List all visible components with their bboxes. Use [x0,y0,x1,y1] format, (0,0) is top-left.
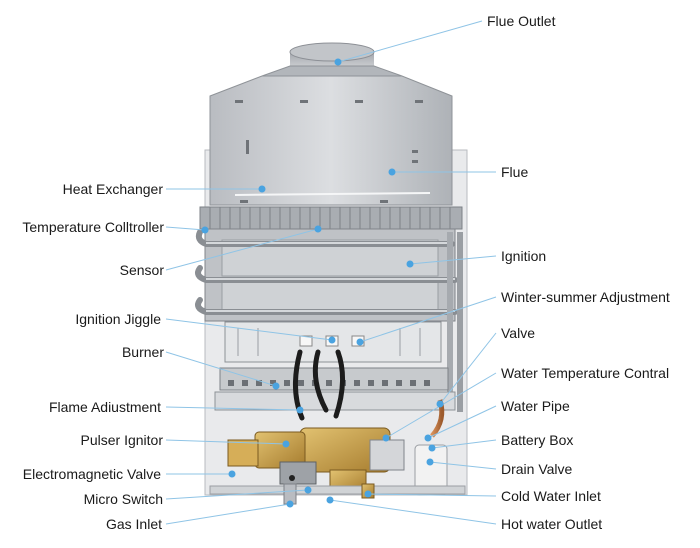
marker-dot-battery-box [428,444,436,452]
leader-line-battery-box [431,439,497,449]
leader-line-hot-water-outlet [329,499,497,525]
marker-dot-micro-switch [304,486,312,494]
leader-line-cold-water-inlet [367,493,497,497]
label-burner: Burner [121,344,164,360]
leader-line-flue-outlet [337,20,483,63]
marker-dot-pulser-ignitor [282,440,290,448]
label-sensor: Sensor [119,262,164,278]
label-hot-water-outlet: Hot water Outlet [501,516,603,532]
marker-dot-winter-summer-adjustment [356,338,364,346]
leader-line-pulser-ignitor [165,439,287,445]
label-cold-water-inlet: Cold Water Inlet [501,488,601,504]
label-electromagnetic-valve: Electromagnetic Valve [22,466,161,482]
label-flue: Flue [501,164,529,180]
marker-dot-flame-adjustment [296,406,304,414]
leader-line-micro-switch [165,489,309,500]
label-gas-inlet: Gas Inlet [105,516,162,532]
label-valve: Valve [501,325,535,341]
marker-dot-ignition-jiggle [328,336,336,344]
label-ignition: Ignition [501,248,547,264]
label-flame-adjustment: Flame Adiustment [48,399,161,415]
label-flue-outlet: Flue Outlet [487,13,556,29]
leader-line-ignition-jiggle [165,318,333,341]
label-heat-exchanger: Heat Exchanger [62,181,163,197]
marker-dot-valve [436,400,444,408]
marker-dot-sensor [314,225,322,233]
marker-dot-flue-outlet [334,58,342,66]
label-micro-switch: Micro Switch [83,491,163,507]
label-battery-box: Battery Box [501,432,574,448]
marker-dot-hot-water-outlet [326,496,334,504]
marker-dot-electromagnetic-valve [228,470,236,478]
marker-dot-cold-water-inlet [364,490,372,498]
label-winter-summer-adjustment: Winter-summer Adjustment [501,289,670,305]
label-water-temperature-control: Water Temperature Contral [501,365,670,381]
marker-dot-water-temperature-control [382,434,390,442]
leader-line-burner [165,351,277,387]
leader-line-sensor [165,228,319,271]
marker-dot-gas-inlet [286,500,294,508]
leader-line-gas-inlet [165,503,291,525]
leader-line-temperature-controller [165,226,206,231]
marker-dot-flue [388,168,396,176]
leader-line-drain-valve [429,461,497,470]
leader-line-water-pipe [427,405,497,439]
heat-exchanger-fins [199,206,463,230]
label-ignition-jiggle: Ignition Jiggle [75,311,161,327]
marker-dot-burner [272,382,280,390]
label-drain-valve: Drain Valve [501,461,573,477]
leader-line-ignition [409,255,497,265]
label-temperature-controller: Temperature Colltroller [22,219,164,235]
marker-dot-ignition [406,260,414,268]
marker-dot-water-pipe [424,434,432,442]
marker-dot-heat-exchanger [258,185,266,193]
marker-dot-drain-valve [426,458,434,466]
label-pulser-ignitor: Pulser Ignitor [80,432,163,448]
label-water-pipe: Water Pipe [501,398,570,414]
leader-line-valve [439,332,497,405]
leader-line-flame-adjustment [165,406,301,411]
leader-line-winter-summer-adjustment [359,296,497,343]
marker-dot-temperature-controller [201,226,209,234]
